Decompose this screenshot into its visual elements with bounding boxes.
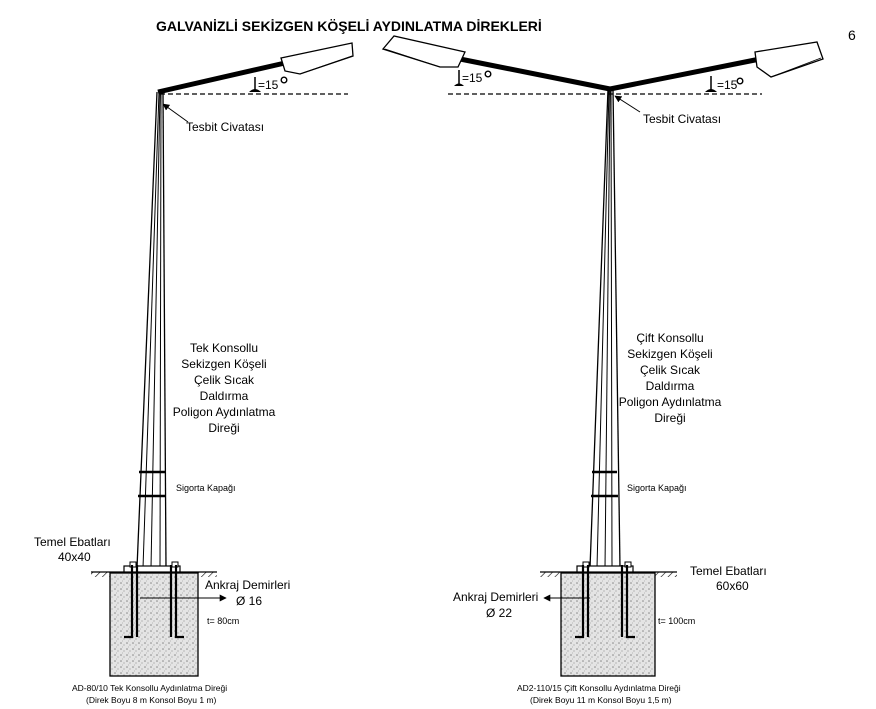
desc-line: Direği [208, 421, 239, 435]
right-fuse-label: Sigorta Kapağı [627, 483, 687, 493]
right-foundation-block [560, 572, 656, 677]
right-anchor-size: Ø 22 [486, 606, 512, 620]
desc-line: Direği [654, 411, 685, 425]
right-foundation-size: 60x60 [716, 579, 749, 593]
left-base-plate [123, 565, 181, 573]
left-pole-shaft [136, 91, 167, 569]
right-base-plate [576, 565, 634, 573]
left-foundation-block [109, 572, 199, 677]
desc-line: Poligon Aydınlatma [173, 405, 276, 419]
left-thickness: t= 80cm [207, 616, 239, 626]
desc-line: Çelik Sıcak [640, 363, 701, 377]
left-angle-label: =15 [258, 78, 279, 92]
left-caption-line1: AD-80/10 Tek Konsollu Aydınlatma Direği [72, 683, 227, 693]
right-anchor-bolts [575, 565, 635, 639]
left-pole: =15 Tesbit Civatası Tek Konsollu Sekizge… [34, 42, 354, 705]
right-caption-line2: (Direk Boyu 11 m Konsol Boyu 1,5 m) [530, 695, 672, 705]
page-title: GALVANİZLİ SEKİZGEN KÖŞELİ AYDINLATMA Dİ… [156, 18, 542, 34]
desc-line: Çelik Sıcak [194, 373, 255, 387]
right-thickness: t= 100cm [658, 616, 695, 626]
degree-symbol [280, 76, 288, 84]
left-anchor-label: Ankraj Demirleri [205, 578, 290, 592]
right-pole-shaft [589, 88, 621, 569]
left-description: Tek Konsollu Sekizgen Köşeli Çelik Sıcak… [173, 341, 276, 435]
left-fuse-label: Sigorta Kapağı [176, 483, 236, 493]
right-pole: =15 =15 Tesbit Civatası Çift Konsollu Se… [381, 35, 824, 705]
right-foundation-label: Temel Ebatları [690, 564, 767, 578]
right-arm-left [459, 56, 611, 92]
right-luminaire-right [754, 41, 824, 78]
left-luminaire [280, 42, 354, 75]
desc-line: Çift Konsollu [636, 331, 703, 345]
right-luminaire-left [381, 35, 466, 68]
right-angle-label-left: =15 [462, 71, 483, 85]
right-bolt-label: Tesbit Civatası [643, 112, 721, 126]
left-arm [157, 60, 286, 95]
desc-line: Daldırma [200, 389, 249, 403]
right-anchor-label: Ankraj Demirleri [453, 590, 538, 604]
right-angle-label-right: =15 [717, 78, 738, 92]
left-bolt-label: Tesbit Civatası [186, 120, 264, 134]
degree-symbol [484, 70, 492, 78]
desc-line: Daldırma [646, 379, 695, 393]
desc-line: Sekizgen Köşeli [181, 357, 266, 371]
page-number: 6 [848, 27, 856, 43]
right-description: Çift Konsollu Sekizgen Köşeli Çelik Sıca… [619, 331, 722, 425]
desc-line: Poligon Aydınlatma [619, 395, 722, 409]
desc-line: Tek Konsollu [190, 341, 258, 355]
left-foundation-label: Temel Ebatları [34, 535, 111, 549]
left-foundation-size: 40x40 [58, 550, 91, 564]
left-caption-line2: (Direk Boyu 8 m Konsol Boyu 1 m) [86, 695, 217, 705]
left-anchor-bolts [124, 565, 184, 639]
left-anchor-size: Ø 16 [236, 594, 262, 608]
right-caption-line1: AD2-110/15 Çift Konsollu Aydınlatma Dire… [517, 683, 681, 693]
desc-line: Sekizgen Köşeli [627, 347, 712, 361]
degree-symbol [736, 77, 744, 85]
right-arm-right [609, 56, 761, 92]
